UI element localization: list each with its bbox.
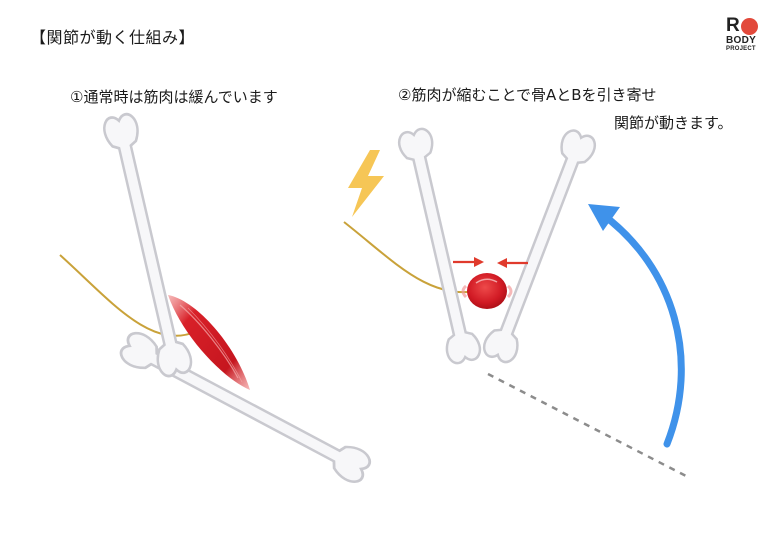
muscle-shine: [475, 278, 498, 284]
curved-arrow-head: [588, 204, 620, 231]
muscle-contracted: [467, 273, 507, 309]
original-position-guide: [487, 372, 687, 478]
muscle-tendon-right: [506, 284, 513, 299]
panel-contracted: [343, 125, 687, 478]
muscle-fiber-highlight: [187, 307, 243, 383]
nerve-fiber-contracted: [343, 221, 483, 294]
logo-letter: R: [726, 15, 740, 36]
muscle-tendon-left: [461, 284, 468, 299]
bone-a-contracted: [395, 125, 484, 367]
lightning-icon: [348, 150, 384, 217]
caption-contracted-line-1: ②筋肉が縮むことで骨AとBを引き寄せ: [398, 86, 657, 104]
muscle-relaxed: [168, 295, 250, 390]
caption-contracted-line-2: 関節が動きます。: [614, 114, 733, 132]
muscle-fiber-highlight: [179, 304, 239, 379]
logo-dot: [740, 17, 758, 35]
bone-b-relaxed: [116, 327, 375, 488]
curved-arrow-icon: [598, 210, 685, 448]
logo-line-2: BODY: [726, 35, 757, 46]
panel-relaxed: [59, 110, 375, 488]
logo-line-3: PROJECT: [726, 46, 756, 52]
caption-relaxed: ①通常時は筋肉は緩んでいます: [70, 88, 278, 106]
logo-mark: R: [726, 16, 770, 36]
brand-logo: R BODY PROJECT: [726, 16, 770, 53]
page-title: 【関節が動く仕組み】: [30, 28, 196, 47]
bone-b-contracted: [479, 126, 600, 367]
contraction-arrow-left: [453, 257, 484, 267]
contraction-arrow-right: [497, 258, 528, 268]
nerve-fiber-relaxed: [59, 254, 196, 337]
